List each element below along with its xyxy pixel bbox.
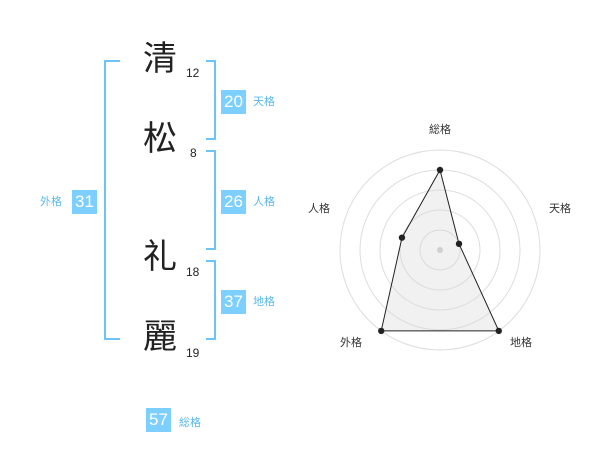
chikaku-label: 地格 — [253, 295, 275, 308]
radar-point-3 — [495, 327, 502, 335]
radar-axis-label-2: 天格 — [549, 201, 571, 215]
chikaku-badge: 37 — [221, 290, 246, 314]
gaikaku-label: 外格 — [40, 195, 62, 208]
stroke-count-3: 18 — [186, 265, 200, 279]
name-char-2: 松 — [143, 119, 177, 159]
radar-point-2 — [455, 240, 463, 248]
jinkaku-label: 人格 — [253, 195, 275, 208]
radar-center-dot — [437, 247, 443, 253]
radar-axis-label-4: 外格 — [340, 335, 362, 349]
name-char-3: 礼 — [143, 237, 177, 277]
radar-ring — [339, 149, 541, 351]
radar-ring — [419, 229, 461, 271]
stroke-count-4: 19 — [186, 346, 200, 360]
radar-axis-label-5: 人格 — [308, 201, 330, 215]
radar-area — [380, 168, 500, 332]
jinkaku-badge: 26 — [221, 190, 246, 214]
soukaku-badge: 57 — [146, 408, 171, 432]
radar-axis-label-1: 総格 — [429, 122, 451, 136]
gaikaku-badge: 31 — [72, 190, 97, 214]
tenkaku-bracket — [206, 60, 216, 140]
radar-ring — [399, 209, 481, 291]
name-char-4: 麗 — [143, 317, 177, 357]
radar-point-5 — [398, 234, 406, 241]
gaikaku-bracket — [104, 60, 120, 340]
stroke-count-2: 8 — [190, 146, 197, 160]
radar-ring — [379, 189, 501, 311]
radar-point-4 — [378, 327, 385, 335]
radar-point-1 — [436, 166, 444, 174]
stroke-count-1: 12 — [186, 66, 200, 80]
name-char-1: 清 — [143, 39, 177, 79]
tenkaku-label: 天格 — [253, 95, 275, 108]
chikaku-bracket — [206, 260, 216, 340]
radar-axis-label-3: 地格 — [510, 335, 532, 349]
soukaku-label: 総格 — [179, 416, 201, 429]
tenkaku-badge: 20 — [221, 90, 246, 114]
jinkaku-bracket — [206, 150, 216, 250]
